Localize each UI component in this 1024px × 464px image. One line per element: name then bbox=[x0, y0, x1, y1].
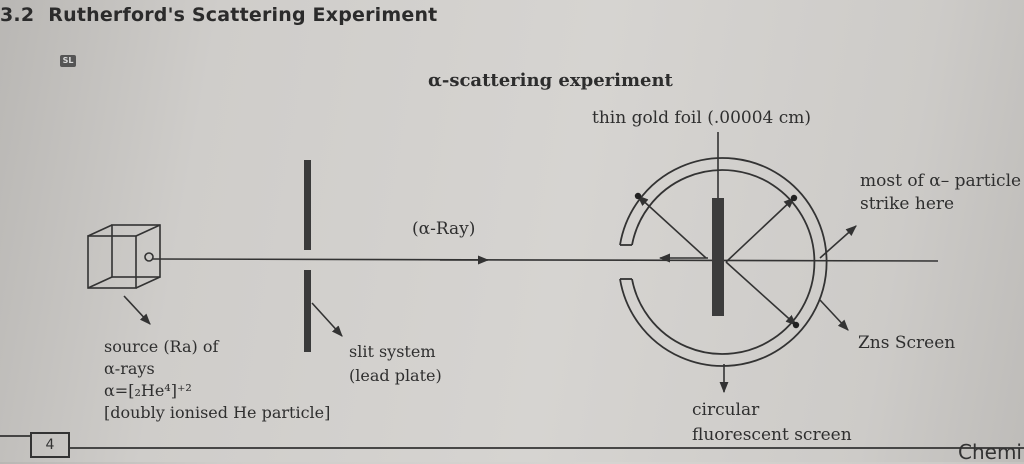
alpha-beam-line bbox=[152, 258, 939, 262]
badge: SL bbox=[60, 55, 76, 67]
fluorescent-screen-ring bbox=[619, 157, 828, 367]
screen-label-line1: circular bbox=[692, 400, 760, 420]
most-particles-line1: most of α– particle bbox=[860, 171, 1022, 191]
foil-label: thin gold foil (.00004 cm) bbox=[592, 108, 812, 128]
source-label-line1: source (Ra) of bbox=[104, 337, 219, 356]
section-heading: 3.2 Rutherford's Scattering Experiment bbox=[0, 4, 437, 26]
zns-screen-label: Zns Screen bbox=[858, 333, 956, 353]
slit-label-line1: slit system bbox=[349, 342, 436, 361]
slit-plate-upper bbox=[304, 160, 311, 250]
most-particles-label: most of α– particle strike here bbox=[860, 170, 1021, 216]
scattered-rays bbox=[637, 195, 797, 326]
source-formula: α=[₂He⁴]⁺² bbox=[104, 381, 192, 400]
scatter-impact-dots bbox=[634, 192, 800, 329]
slit-label: slit system (lead plate) bbox=[349, 340, 442, 388]
strike-pointer bbox=[819, 225, 857, 259]
diagram-title: α-scattering experiment bbox=[428, 70, 673, 91]
ray-label: (α-Ray) bbox=[412, 219, 476, 239]
corner-text: Chemi bbox=[958, 440, 1022, 464]
slit-plate-lower bbox=[304, 270, 311, 352]
page-number: 4 bbox=[30, 432, 70, 458]
gold-foil bbox=[712, 198, 724, 316]
fluorescent-screen-label: circular fluorescent screen bbox=[692, 398, 852, 448]
section-title: Rutherford's Scattering Experiment bbox=[48, 4, 438, 26]
slit-pointer bbox=[311, 302, 343, 337]
source-label-line4: [doubly ionised He particle] bbox=[104, 403, 331, 422]
source-label: source (Ra) of α-rays α=[₂He⁴]⁺² [doubly… bbox=[104, 336, 330, 424]
section-number: 3.2 bbox=[0, 4, 35, 26]
slit-label-line2: (lead plate) bbox=[349, 366, 442, 385]
zns-pointer bbox=[819, 299, 849, 331]
screen-label-line2: fluorescent screen bbox=[692, 425, 852, 445]
source-pointer bbox=[123, 295, 151, 325]
most-particles-line2: strike here bbox=[860, 194, 955, 214]
radium-source-box bbox=[87, 224, 161, 289]
source-label-line2: α-rays bbox=[104, 359, 155, 378]
